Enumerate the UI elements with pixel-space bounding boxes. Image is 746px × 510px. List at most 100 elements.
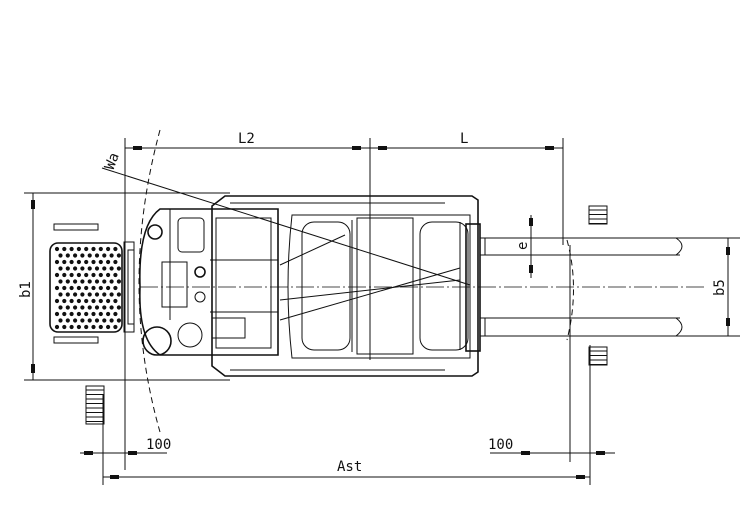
turning-arc-left — [138, 129, 161, 433]
platform-grip-dot — [73, 292, 78, 297]
platform-grip-dot — [116, 279, 121, 284]
platform-grip-dot — [58, 253, 63, 258]
platform-grip-dot — [54, 311, 60, 317]
platform-grip-dot — [87, 279, 92, 284]
platform-grip-dot — [65, 318, 70, 323]
platform-grip-dot — [102, 305, 107, 310]
label-ast: Ast — [337, 459, 362, 475]
platform-grip-dot — [91, 311, 96, 317]
platform-grip-dot — [73, 266, 78, 271]
platform-grip-dot — [58, 279, 63, 284]
platform-grip-dot — [73, 279, 78, 284]
platform-grip-dot — [109, 279, 114, 284]
platform-grip-dot — [58, 305, 63, 310]
platform-grip-dot — [62, 259, 67, 265]
platform-grip-dot — [76, 311, 81, 317]
forks — [480, 237, 740, 337]
platform-grip-dot — [65, 253, 70, 258]
platform-grip-dot — [106, 285, 111, 291]
dimension-wa: Wa — [101, 151, 471, 286]
platform-grip-dot — [102, 266, 107, 271]
platform-grip-dot — [94, 292, 100, 297]
platform-grip-dot — [76, 298, 81, 304]
platform-grip-dot — [54, 259, 60, 265]
platform-grip-dot — [113, 259, 118, 265]
label-e: e — [515, 242, 531, 250]
platform-grip-dot — [84, 272, 89, 278]
platform-grip-dot — [84, 298, 89, 304]
platform-grip-dot — [80, 318, 85, 323]
platform-grip-dot — [69, 311, 74, 317]
brick-wall-icon — [588, 346, 608, 366]
platform-grip-dot — [91, 285, 96, 291]
platform-grip-dot — [84, 285, 89, 291]
platform-grip-dot — [69, 285, 74, 291]
platform-grip-dot — [62, 246, 67, 252]
platform-grip-dot — [65, 266, 70, 271]
platform-grip-dot — [87, 305, 92, 310]
platform-grip-dot — [91, 246, 96, 252]
platform-grip-dot — [65, 292, 70, 297]
platform-grip-dot — [113, 324, 118, 330]
platform-grip-dot — [76, 285, 81, 291]
platform-grip-dot — [62, 298, 67, 304]
platform-grip-dot — [54, 272, 60, 278]
platform-grip-dot — [94, 253, 100, 258]
platform-grip-dot — [54, 285, 60, 291]
platform-grip-dot — [109, 266, 114, 271]
turning-arc-right — [566, 239, 574, 341]
platform-grip-dot — [109, 292, 114, 297]
platform-grip-dot — [87, 253, 92, 258]
platform-grip-dot — [116, 253, 121, 258]
platform-grip-dot — [73, 305, 78, 310]
platform-grip-dot — [54, 246, 60, 252]
platform-grip-dot — [113, 285, 118, 291]
platform-grip-dot — [102, 253, 107, 258]
platform-grip-dot — [69, 272, 74, 278]
label-clearance-left: 100 — [146, 437, 171, 453]
platform-grip-dot — [113, 311, 118, 317]
platform-grip-dot — [58, 318, 63, 323]
label-l: L — [460, 131, 468, 147]
platform-grip-dot — [98, 324, 103, 330]
platform-grip-dot — [54, 324, 60, 330]
platform-grip-dot — [87, 266, 92, 271]
platform-grip-dot — [116, 318, 121, 323]
platform-grip-dot — [69, 324, 74, 330]
platform-grip-dot — [76, 272, 81, 278]
platform-grip-dot — [62, 272, 67, 278]
label-b1: b1 — [18, 281, 34, 298]
platform-grip-dot — [80, 266, 85, 271]
platform-grip-dot — [113, 272, 118, 278]
platform-grip-dot — [54, 298, 60, 304]
platform-grip-dot — [106, 324, 111, 330]
platform-grip-dot — [87, 318, 92, 323]
platform-grip-dot — [98, 272, 103, 278]
platform-grip-dot — [98, 246, 103, 252]
platform-grip-dot — [98, 311, 103, 317]
platform-grip-dot — [65, 279, 70, 284]
platform-grip-dot — [116, 292, 121, 297]
brick-wall-icon — [85, 385, 105, 425]
platform-grip-dot — [109, 305, 114, 310]
platform-grip-dot — [94, 279, 100, 284]
platform-grip-dot — [98, 285, 103, 291]
platform-grip-dot — [80, 305, 85, 310]
platform-grip-dot — [116, 305, 121, 310]
platform-grip-dot — [73, 318, 78, 323]
platform-grip-dot — [69, 259, 74, 265]
platform-grip-dot — [80, 253, 85, 258]
platform-grip-dot — [62, 311, 67, 317]
platform-grip-dot — [106, 272, 111, 278]
dimension-e: e — [515, 215, 533, 278]
platform-grip-dot — [113, 298, 118, 304]
platform-grip-dot — [76, 259, 81, 265]
platform-grip-dot — [84, 324, 89, 330]
platform-grip-dot — [76, 246, 81, 252]
wall-symbols — [85, 205, 608, 425]
platform-grip-dot — [58, 292, 63, 297]
platform-grip-dot — [106, 311, 111, 317]
platform-grip-dot — [76, 324, 81, 330]
dimension-b5: b5 — [712, 238, 730, 336]
